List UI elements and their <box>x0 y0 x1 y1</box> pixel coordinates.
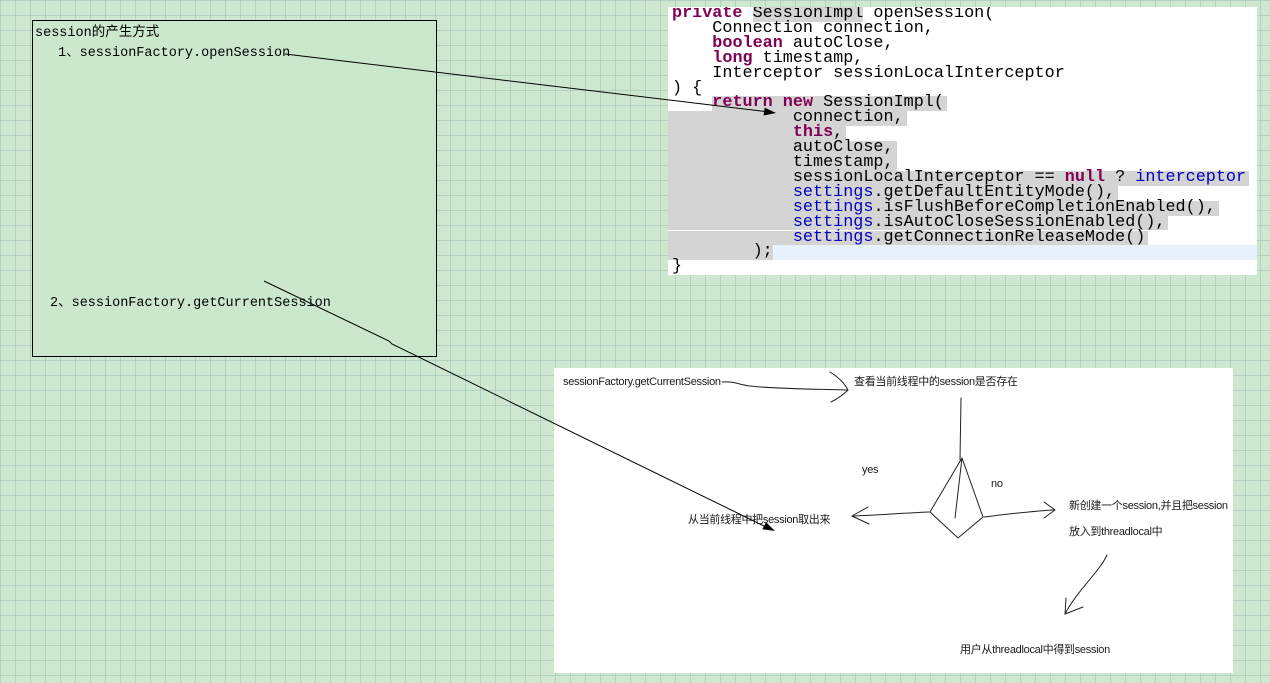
code-line: settings.isAutoCloseSessionEnabled(), <box>668 212 1257 232</box>
code-line: boolean autoClose, <box>668 33 1257 53</box>
code-field-reference: settings <box>792 212 874 232</box>
code-text: .getConnectionReleaseMode() <box>873 227 1146 247</box>
code-indent <box>672 200 793 216</box>
selection-line-end <box>943 96 947 112</box>
code-field-reference: settings <box>792 227 874 247</box>
code-line: ); <box>668 242 1257 262</box>
code-keyword: boolean <box>712 33 783 53</box>
code-keyword: private <box>672 7 753 23</box>
code-indent <box>672 111 793 127</box>
code-keyword: null <box>1064 167 1106 187</box>
flow-arrow-final-head <box>1064 597 1084 615</box>
code-field-reference: interceptor <box>1135 167 1247 187</box>
code-line: Connection connection, <box>668 18 1257 38</box>
selection-line-end <box>893 156 897 171</box>
code-field-reference: settings <box>792 197 874 217</box>
code-text: autoClose, <box>792 138 894 158</box>
code-text: openSession( <box>863 7 995 23</box>
code-text: connection, <box>792 108 904 128</box>
flow-arrow-final <box>1064 554 1108 615</box>
code-occurrence-mark: SessionImpl <box>752 7 864 23</box>
flow-no-result-line2: 放入到threadlocal中 <box>1069 526 1163 538</box>
code-indent <box>672 245 753 261</box>
flow-connector-line <box>959 397 962 461</box>
flow-final-label: 用户从threadlocal中得到session <box>960 644 1110 656</box>
code-line: settings.isFlushBeforeCompletionEnabled(… <box>668 197 1257 217</box>
code-line: sessionLocalInterceptor == null ? interc… <box>668 167 1257 187</box>
flow-arrow-no <box>983 509 1055 518</box>
flow-yes-result: 从当前线程中把session取出来 <box>688 514 831 526</box>
flow-yes-label: yes <box>862 464 879 476</box>
code-line: settings.getDefaultEntityMode(), <box>668 182 1257 202</box>
flow-no-label: no <box>991 478 1003 490</box>
code-indent <box>672 170 793 186</box>
code-screenshot[interactable]: private SessionImpl openSession( Connect… <box>668 7 1257 275</box>
code-line: private SessionImpl openSession( <box>668 7 1257 22</box>
flow-no-result-line1: 新创建一个session,并且把session <box>1069 500 1228 512</box>
code-indent <box>672 126 793 142</box>
code-text: } <box>672 257 683 275</box>
code-text: timestamp, <box>752 48 864 68</box>
code-line: } <box>668 257 1257 275</box>
note-item-get-current-session: 2、sessionFactory.getCurrentSession <box>50 296 331 311</box>
code-indent <box>672 185 793 201</box>
flow-arrow-start <box>721 381 849 391</box>
selection-line-end <box>1165 215 1169 231</box>
code-text: .isAutoCloseSessionEnabled(), <box>873 212 1166 232</box>
selection-line-end <box>1215 200 1219 216</box>
flow-arrow-start-head <box>829 371 849 403</box>
flow-start-label: sessionFactory.getCurrentSession <box>563 376 721 388</box>
code-text: Connection connection, <box>712 18 934 38</box>
code-line: this, <box>668 123 1257 143</box>
code-line: Interceptor sessionLocalInterceptor <box>668 63 1257 83</box>
flow-arrow-yes-head <box>851 506 870 525</box>
code-text: Interceptor sessionLocalInterceptor <box>712 63 1065 83</box>
selection-line-end <box>1246 170 1250 186</box>
code-indent <box>672 141 793 156</box>
code-text: SessionImpl( <box>813 93 944 113</box>
flow-arrow-yes <box>851 511 930 517</box>
flow-check-label: 查看当前线程中的session是否存在 <box>854 376 1018 388</box>
code-text: .isFlushBeforeCompletionEnabled(), <box>873 197 1216 217</box>
note-item-open-session: 1、sessionFactory.openSession <box>58 46 291 61</box>
flow-arrow-no-head <box>1043 501 1056 519</box>
selection-line-end <box>893 141 897 156</box>
flowchart-image[interactable]: sessionFactory.getCurrentSession 查看当前线程中… <box>554 368 1233 673</box>
code-line: timestamp, <box>668 153 1257 172</box>
note-title: session的产生方式 <box>35 26 160 41</box>
flowchart-drawing <box>721 371 1108 615</box>
code-text: ? <box>1105 167 1136 187</box>
code-indent <box>672 156 793 171</box>
code-indent <box>672 230 793 246</box>
code-field-reference: settings <box>792 182 874 202</box>
code-text: ); <box>752 242 773 262</box>
code-line: settings.getConnectionReleaseMode() <box>668 227 1257 247</box>
code-line: connection, <box>668 108 1257 128</box>
code-text: , <box>833 123 844 143</box>
code-text: .getDefaultEntityMode(), <box>873 182 1116 202</box>
code-text: sessionLocalInterceptor == <box>792 167 1065 187</box>
code-indent <box>672 215 793 231</box>
code-text: autoClose, <box>782 33 894 53</box>
code-keyword: new <box>782 93 814 113</box>
flow-decision-shape <box>929 457 984 539</box>
code-keyword: this <box>792 123 834 143</box>
selection-line-end <box>903 111 907 127</box>
selection-line-end <box>1145 230 1149 246</box>
selection-line-end <box>843 126 847 142</box>
selection-line-end <box>1115 185 1119 201</box>
code-line: autoClose, <box>668 138 1257 158</box>
code-text: timestamp, <box>792 153 894 172</box>
note-container[interactable]: session的产生方式 1、sessionFactory.openSessio… <box>32 20 437 357</box>
